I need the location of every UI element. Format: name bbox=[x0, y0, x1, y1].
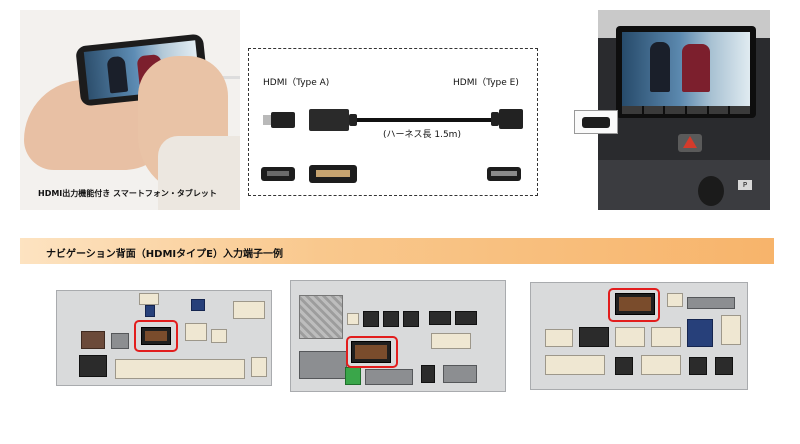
hdmi-jack-small bbox=[261, 167, 295, 181]
connector bbox=[81, 331, 105, 349]
hazard-icon bbox=[683, 136, 697, 148]
hdmi-type-e-port bbox=[351, 341, 391, 363]
cable-diagram: HDMI（Type A) HDMI（Type E) (ハーネス長 1.5m) bbox=[248, 48, 538, 196]
nav-back-panel-1 bbox=[56, 290, 272, 386]
screen-figure bbox=[650, 42, 670, 92]
connector bbox=[545, 329, 573, 347]
connector bbox=[365, 369, 413, 385]
connector bbox=[615, 327, 645, 347]
hdmi-adapter-plug bbox=[271, 112, 295, 128]
jack-slot bbox=[491, 171, 517, 176]
type-e-label: HDMI（Type E) bbox=[453, 78, 519, 88]
hdmi-highlight bbox=[346, 336, 398, 368]
connector-strip bbox=[545, 355, 605, 375]
hdmi-type-e-port bbox=[141, 327, 171, 345]
cooling-fan bbox=[299, 295, 343, 339]
plug-boot bbox=[349, 114, 357, 126]
connector bbox=[615, 357, 633, 375]
park-button: P bbox=[738, 180, 752, 190]
connector bbox=[145, 305, 155, 317]
nav-button bbox=[665, 106, 686, 114]
connector bbox=[651, 327, 681, 347]
nav-button bbox=[730, 106, 751, 114]
connector bbox=[139, 293, 159, 305]
connector bbox=[421, 365, 435, 383]
nav-back-panel-3 bbox=[530, 282, 748, 390]
hdmi-highlight bbox=[608, 288, 660, 322]
connector bbox=[345, 367, 361, 385]
connector bbox=[641, 355, 681, 375]
connector bbox=[233, 301, 265, 319]
connector bbox=[687, 297, 735, 309]
hdmi-port-inset bbox=[574, 110, 618, 134]
navigation-unit bbox=[616, 26, 756, 118]
connector bbox=[455, 311, 477, 325]
hdmi-type-e-jack bbox=[582, 117, 610, 128]
harness-length-label: (ハーネス長 1.5m) bbox=[383, 130, 461, 140]
car-dashboard-photo: P bbox=[598, 10, 770, 210]
connector bbox=[689, 357, 707, 375]
gear-shift-knob bbox=[698, 176, 724, 206]
connector bbox=[79, 355, 107, 377]
plug-boot bbox=[491, 112, 499, 126]
hdmi-type-e-plug bbox=[499, 109, 523, 129]
nav-button bbox=[622, 106, 642, 114]
smartphone-photo: HDMI出力機能付き スマートフォン・タブレット bbox=[20, 10, 240, 210]
connector bbox=[721, 315, 741, 345]
type-a-label: HDMI（Type A) bbox=[263, 78, 330, 88]
phone-caption: HDMI出力機能付き スマートフォン・タブレット bbox=[38, 189, 217, 198]
connector bbox=[429, 311, 451, 325]
hdmi-type-a-jack bbox=[309, 165, 357, 183]
hdmi-type-e-jack bbox=[487, 167, 521, 181]
screen-figure bbox=[682, 44, 710, 92]
connector bbox=[211, 329, 227, 343]
section-banner: ナビゲーション背面（HDMIタイプE）入力端子一例 bbox=[20, 238, 774, 264]
connector bbox=[687, 319, 713, 347]
nav-button bbox=[687, 106, 707, 114]
connector bbox=[667, 293, 683, 307]
connector bbox=[111, 333, 129, 349]
connector bbox=[443, 365, 477, 383]
nav-back-panel-2 bbox=[290, 280, 506, 392]
connector bbox=[431, 333, 471, 349]
connector bbox=[579, 327, 609, 347]
hdmi-type-e-port bbox=[615, 293, 655, 315]
connector bbox=[363, 311, 379, 327]
connector bbox=[299, 351, 347, 379]
connector bbox=[403, 311, 419, 327]
sweater-sleeve bbox=[158, 136, 240, 210]
adapter-tip bbox=[263, 115, 271, 125]
connector bbox=[715, 357, 733, 375]
hdmi-type-a-plug bbox=[309, 109, 349, 131]
hazard-button bbox=[678, 134, 702, 152]
connector bbox=[251, 357, 267, 377]
connector bbox=[185, 323, 207, 341]
harness-cable bbox=[357, 118, 491, 122]
connector bbox=[383, 311, 399, 327]
screen-figure bbox=[106, 55, 129, 94]
connector-strip bbox=[115, 359, 245, 379]
hdmi-highlight bbox=[134, 320, 178, 352]
connector bbox=[347, 313, 359, 325]
nav-button bbox=[643, 106, 664, 114]
jack-slot bbox=[267, 171, 289, 176]
jack-slot bbox=[316, 170, 350, 177]
nav-button bbox=[708, 106, 729, 114]
section-title: ナビゲーション背面（HDMIタイプE）入力端子一例 bbox=[46, 249, 283, 260]
navigation-screen bbox=[622, 32, 750, 106]
nav-button-bar bbox=[622, 106, 751, 114]
connector bbox=[191, 299, 205, 311]
